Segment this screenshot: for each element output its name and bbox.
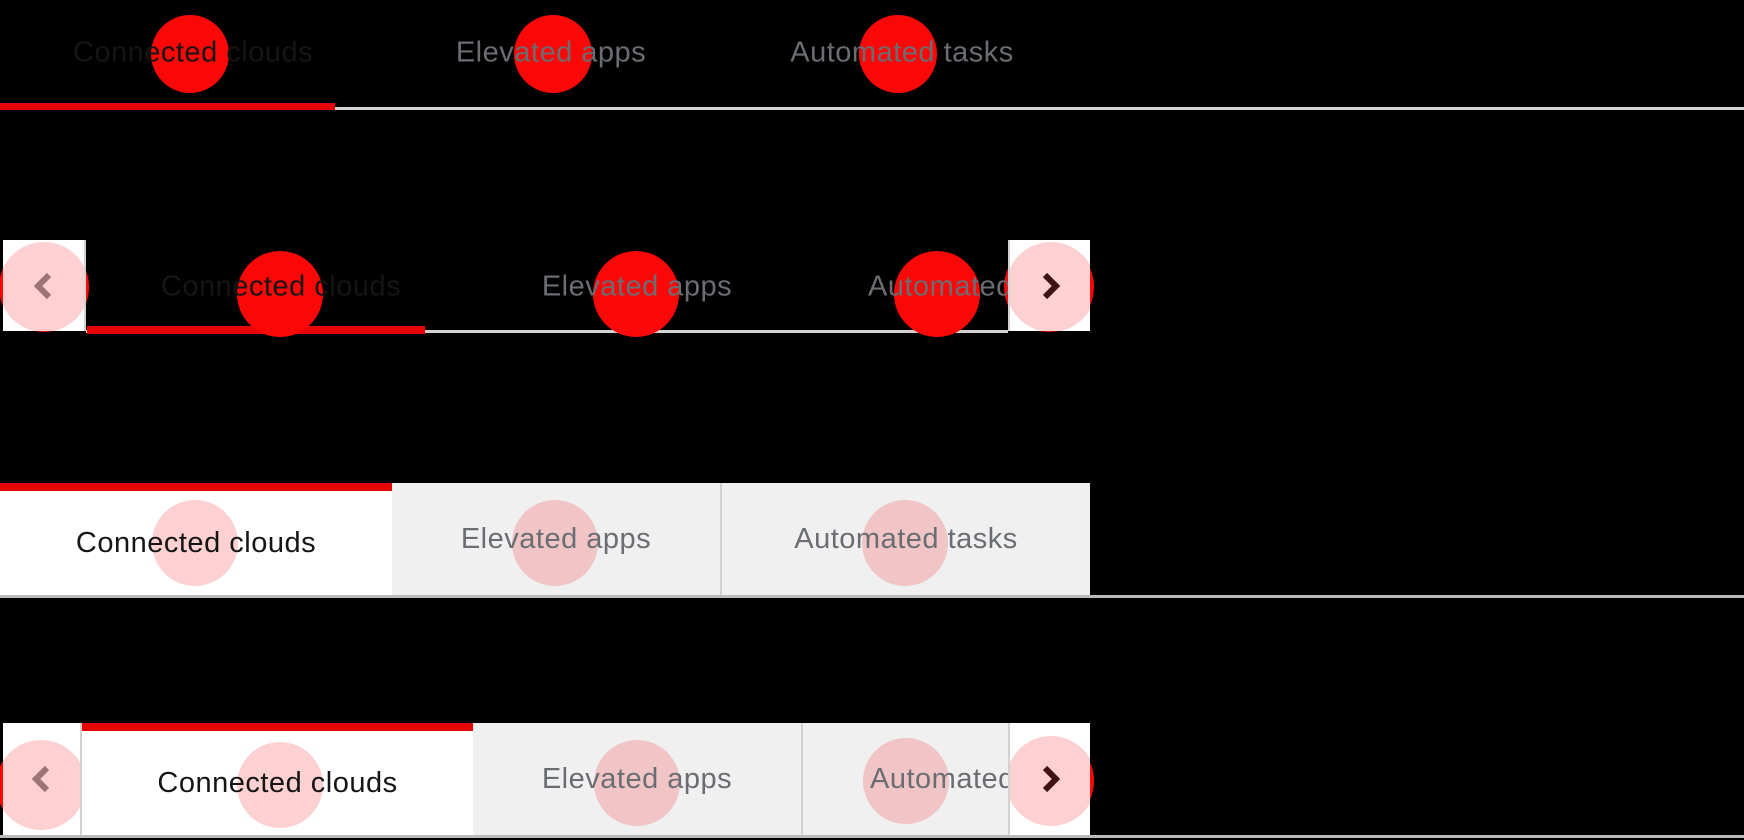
tab-automated-tasks[interactable]: Automated tasks xyxy=(790,36,1014,69)
tabs-box: Connected clouds Elevated apps Automated… xyxy=(0,483,1744,598)
click-indicator xyxy=(3,242,84,331)
tabs-scroll-viewport: Connected clouds Elevated apps Automated… xyxy=(82,723,1008,835)
active-tab-underline xyxy=(0,103,335,110)
click-indicator xyxy=(514,15,592,93)
click-indicator xyxy=(593,251,679,337)
click-indicator xyxy=(237,251,323,337)
tab-label: Elevated apps xyxy=(541,762,733,795)
scroll-left-button[interactable] xyxy=(3,240,86,331)
tab-label: Automated tasks xyxy=(870,762,1008,795)
tab-connected-clouds[interactable]: Connected clouds xyxy=(0,483,392,595)
tabs-underline-scrollable: Connected clouds Elevated apps Automated… xyxy=(0,240,1744,337)
tab-connected-clouds[interactable]: Connected clouds xyxy=(82,723,473,835)
click-indicator xyxy=(863,738,949,824)
click-indicator xyxy=(152,500,238,586)
tab-elevated-apps[interactable]: Elevated apps xyxy=(392,483,720,595)
chevron-right-icon xyxy=(1038,762,1062,796)
tab-automated-tasks[interactable]: Automated tasks xyxy=(868,270,1008,303)
tab-elevated-apps[interactable]: Elevated apps xyxy=(473,723,801,835)
click-indicator xyxy=(1010,736,1090,826)
tabs-baseline xyxy=(0,595,1744,598)
scroll-left-button[interactable] xyxy=(3,723,82,835)
tab-automated-tasks[interactable]: Automated tasks xyxy=(801,723,1008,835)
tab-elevated-apps[interactable]: Elevated apps xyxy=(455,36,647,69)
tab-connected-clouds[interactable]: Connected clouds xyxy=(160,270,402,303)
tabs-scroll-viewport: Connected clouds Elevated apps Automated… xyxy=(86,240,1008,337)
tabs-baseline xyxy=(86,330,1008,333)
tab-label: Elevated apps xyxy=(460,522,652,555)
click-indicator xyxy=(151,15,229,93)
tabs-baseline xyxy=(0,835,1744,838)
tab-label: Automated tasks xyxy=(794,522,1018,555)
tabs-box-scrollable: Connected clouds Elevated apps Automated… xyxy=(0,723,1744,840)
chevron-left-icon xyxy=(32,269,56,303)
tabs-underline: Connected clouds Elevated apps Automated… xyxy=(0,0,1744,111)
tabs-baseline xyxy=(0,107,1744,110)
tab-label: Connected clouds xyxy=(157,766,398,799)
click-indicator xyxy=(512,500,598,586)
tab-label: Connected clouds xyxy=(75,526,317,559)
click-indicator xyxy=(1010,242,1090,331)
chevron-left-icon xyxy=(30,762,54,796)
click-indicator xyxy=(3,740,80,830)
scroll-right-button[interactable] xyxy=(1008,240,1090,331)
click-indicator xyxy=(859,15,937,93)
click-indicator xyxy=(862,500,948,586)
click-indicator xyxy=(594,740,680,826)
click-indicator xyxy=(237,742,323,828)
tab-connected-clouds[interactable]: Connected clouds xyxy=(72,36,314,69)
scroll-right-button[interactable] xyxy=(1008,723,1090,835)
tab-elevated-apps[interactable]: Elevated apps xyxy=(541,270,733,303)
tab-automated-tasks[interactable]: Automated tasks xyxy=(720,483,1090,595)
chevron-right-icon xyxy=(1038,269,1062,303)
click-indicator xyxy=(894,251,980,337)
